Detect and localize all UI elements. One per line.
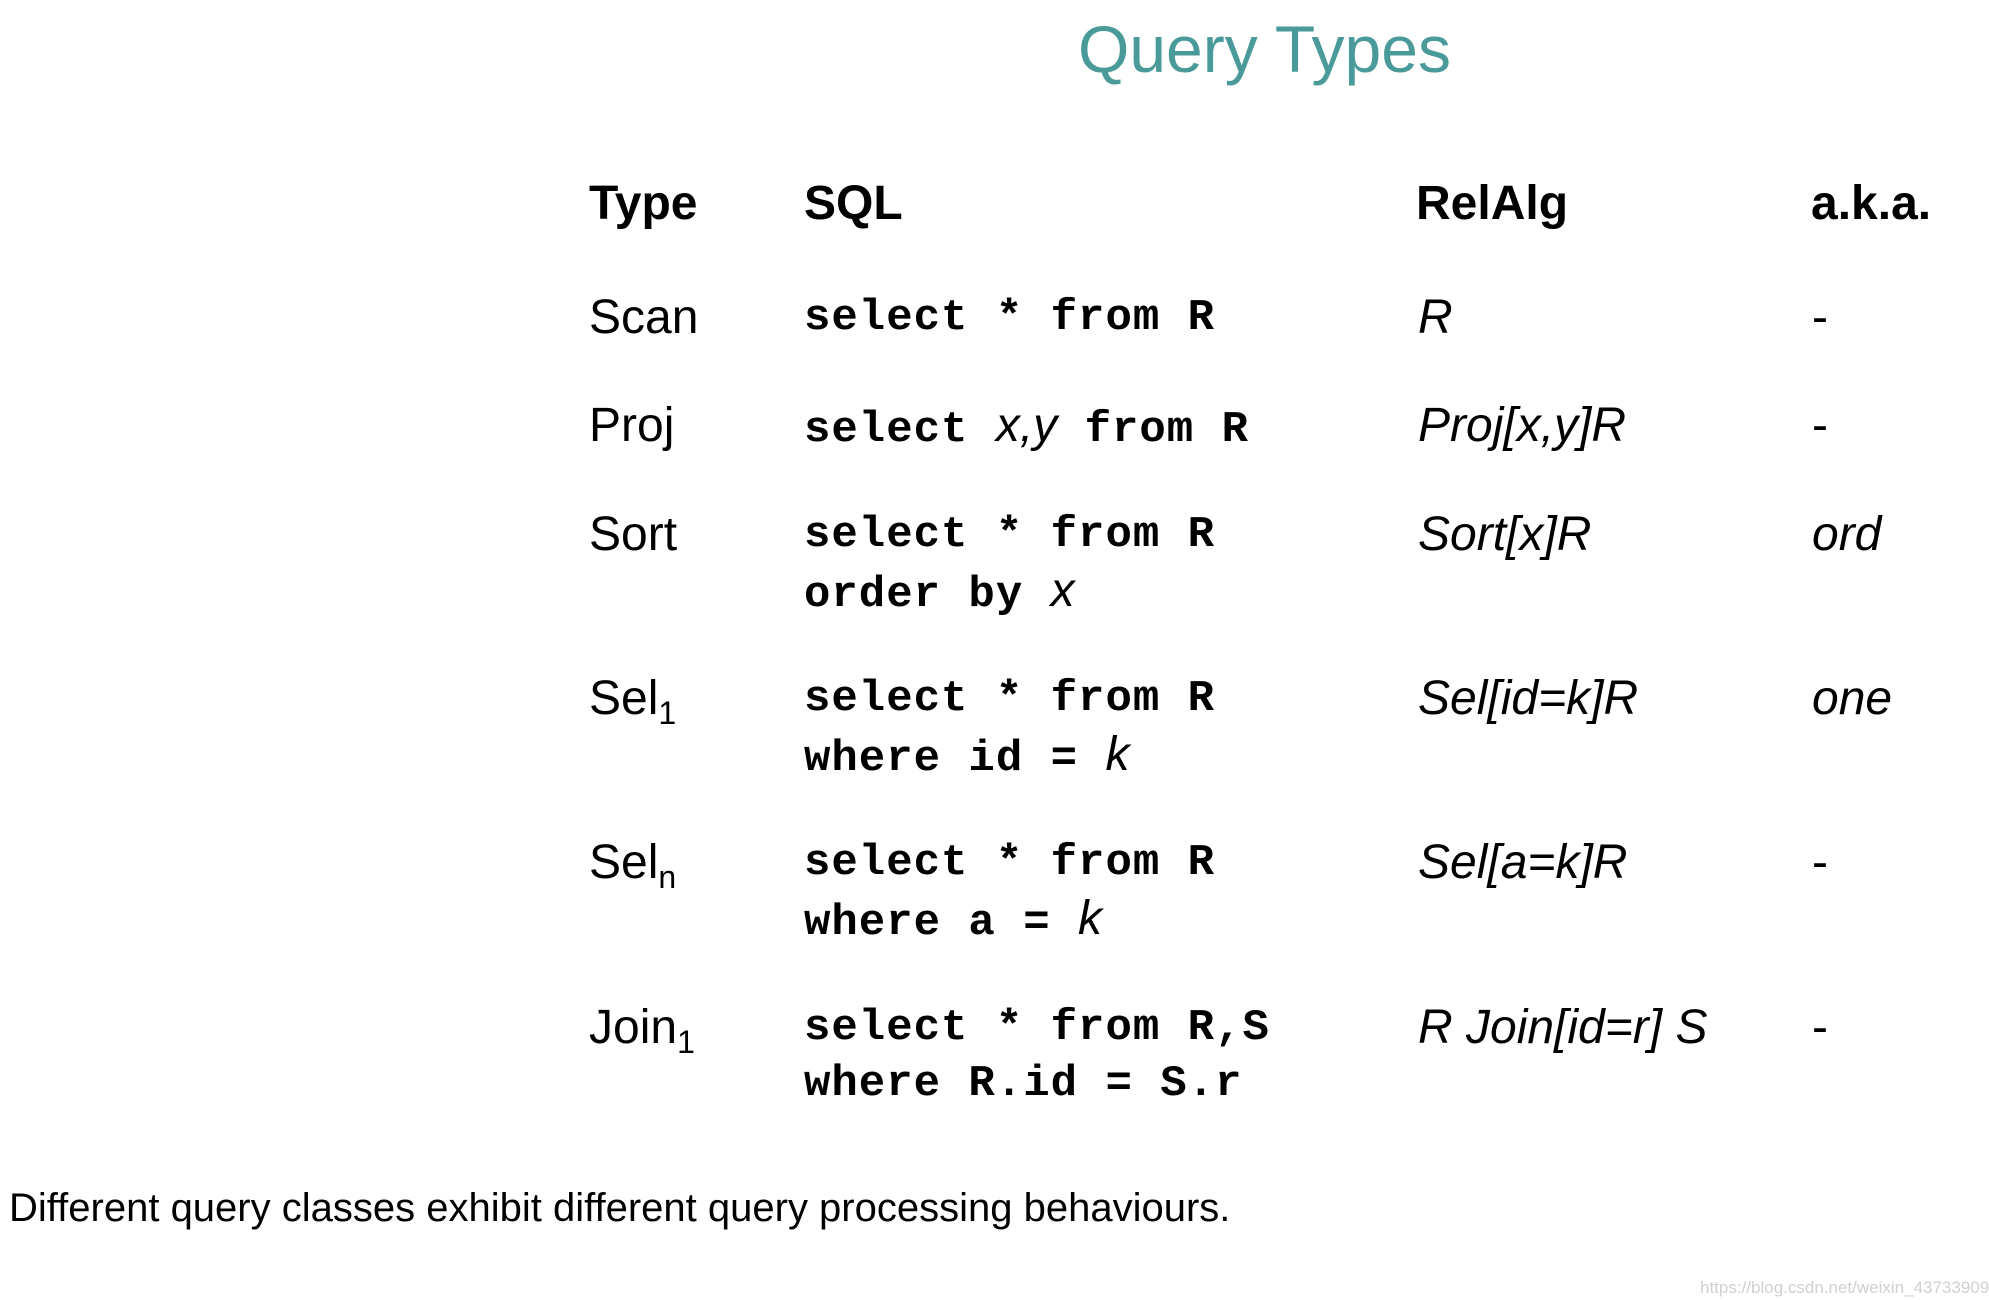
row-type-subscript: 1 (658, 695, 677, 731)
row-sql: select * from R,S where R.id = S.r (804, 1000, 1270, 1112)
row-type: Join1 (589, 1001, 695, 1060)
row-aka: one (1812, 672, 1893, 725)
watermark: https://blog.csdn.net/weixin_43733909 (1700, 1278, 1989, 1297)
sql-line: select * from R,S (804, 1003, 1270, 1053)
row-aka: ord (1812, 508, 1882, 561)
row-type: Seln (589, 836, 677, 895)
row-relalg: Sort[x]R (1418, 508, 1592, 561)
row-sql: select x,y from R (804, 398, 1249, 458)
sql-line: where R.id = S.r (804, 1059, 1243, 1109)
sql-line: select * from R (804, 838, 1216, 888)
sql-line: select * from R (804, 510, 1216, 560)
row-relalg: Sel[a=k]R (1418, 836, 1628, 889)
row-type: Sel1 (589, 672, 677, 731)
sql-line: order by x (804, 564, 1075, 620)
row-type-subscript: 1 (677, 1024, 695, 1060)
sql-line: select * from R (804, 674, 1216, 724)
row-sql: select * from R (804, 290, 1215, 346)
sql-line: where id = k (804, 728, 1130, 784)
row-aka: - (1812, 399, 1828, 452)
sql-line: where a = k (804, 892, 1103, 948)
sql-line: select x,y from R (804, 399, 1250, 455)
caption: Different query classes exhibit differen… (9, 1186, 1231, 1230)
row-type: Proj (589, 399, 675, 452)
row-relalg: Sel[id=k]R (1418, 672, 1639, 725)
row-type: Scan (589, 291, 699, 344)
header-type: Type (589, 177, 698, 230)
sql-line: select * from R (804, 293, 1216, 343)
row-aka: - (1812, 291, 1828, 344)
row-relalg: Proj[x,y]R (1418, 399, 1627, 452)
row-type: Sort (589, 508, 678, 561)
header-sql: SQL (804, 177, 903, 230)
row-relalg: R (1418, 291, 1453, 344)
row-aka: - (1812, 836, 1828, 889)
row-type-subscript: n (658, 859, 677, 895)
header-aka: a.k.a. (1811, 177, 1932, 230)
row-aka: - (1812, 1001, 1828, 1054)
header-relalg: RelAlg (1416, 177, 1569, 230)
page-title: Query Types (1078, 12, 1451, 86)
row-relalg: R Join[id=r] S (1418, 1001, 1708, 1054)
